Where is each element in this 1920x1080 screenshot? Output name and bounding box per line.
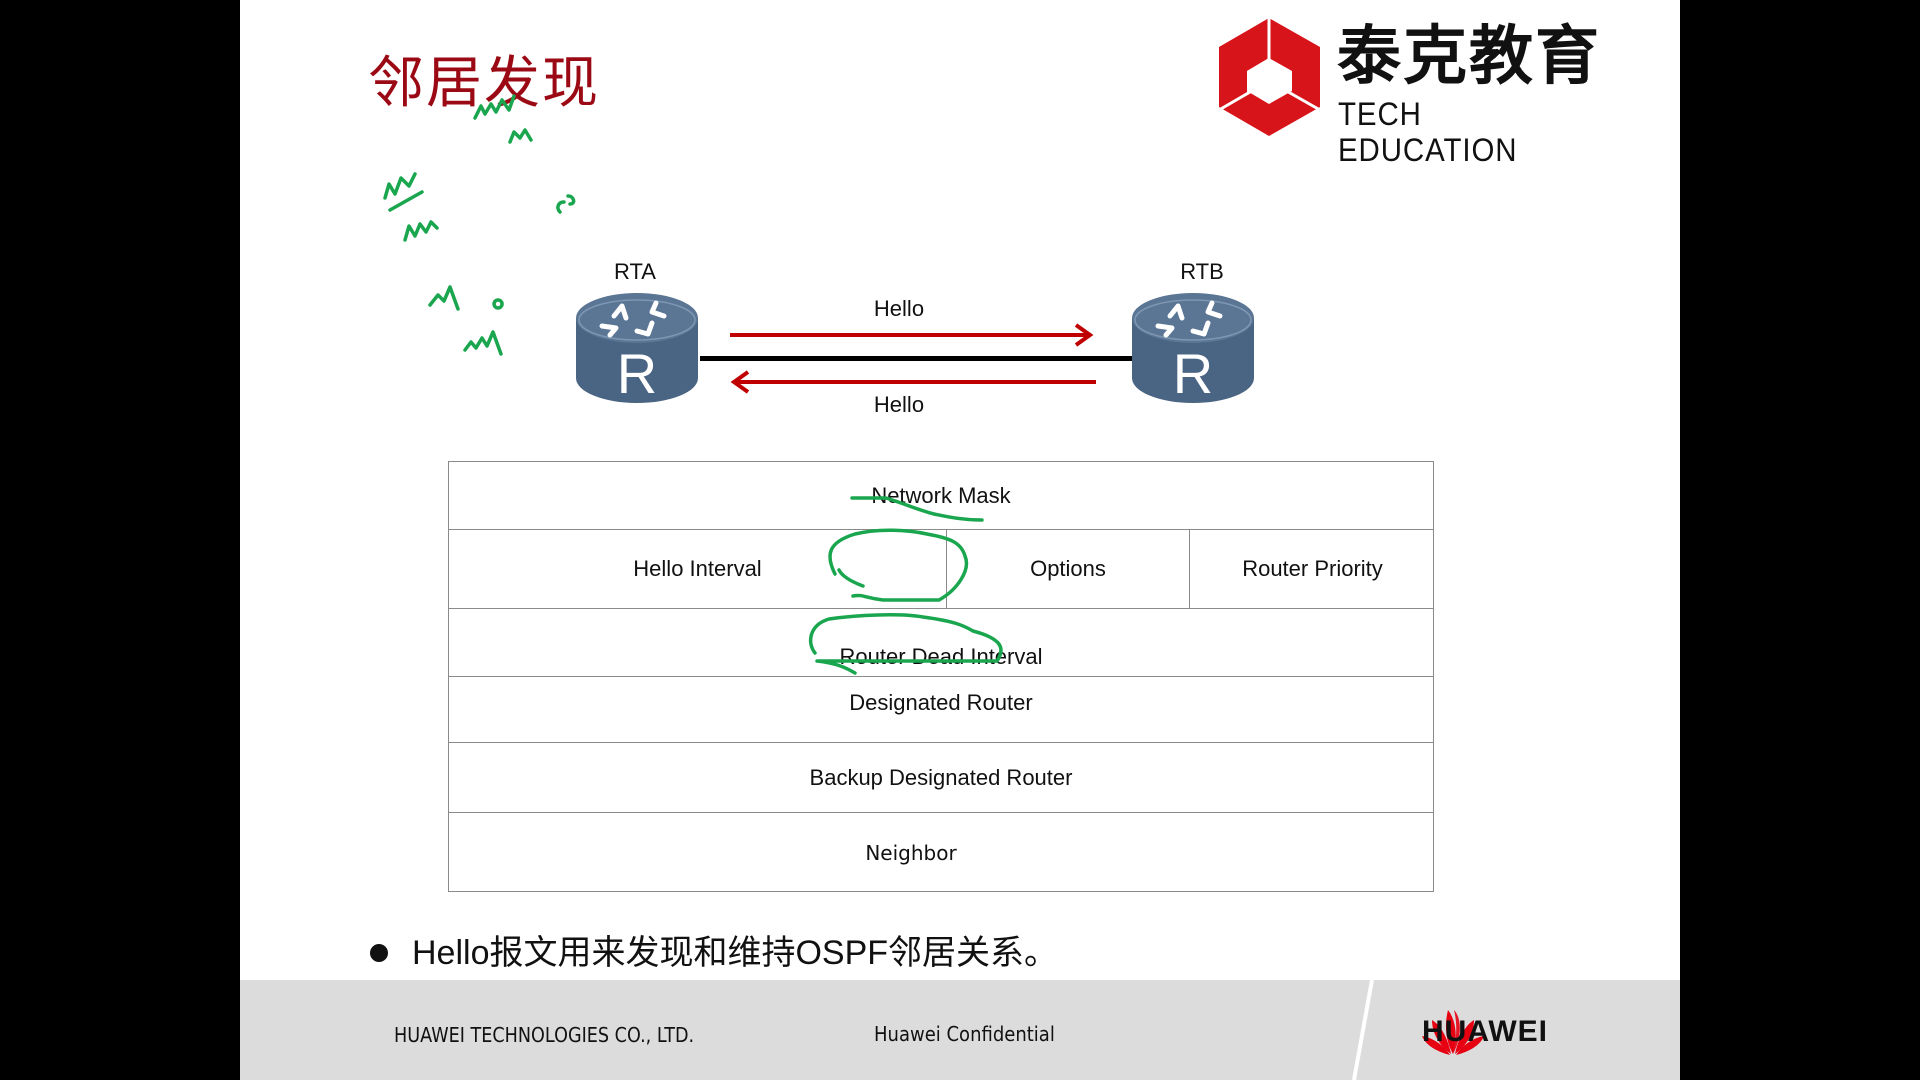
router-icon: R — [576, 293, 698, 405]
huawei-petal-logo-icon — [1422, 1010, 1484, 1055]
slide: 邻居发现 泰克教育 TECH EDUCATION RTA RTB — [240, 0, 1680, 1080]
bullet-dot-icon — [370, 944, 388, 962]
footer-brand: HUAWEI — [1422, 1015, 1548, 1048]
table-row: Hello Interval Options Router Priority — [449, 530, 1433, 609]
hello-arrow-left-icon — [730, 370, 1096, 394]
table-row: Network Mask — [449, 462, 1433, 530]
field-network-mask: Network Mask — [871, 482, 1011, 508]
link-line — [700, 356, 1140, 361]
footer-company: HUAWEI TECHNOLOGIES CO., LTD. — [394, 1023, 695, 1047]
field-router-priority: Router Priority — [1189, 530, 1435, 608]
table-row: Designated Router — [449, 677, 1433, 743]
field-neighbor: Neighbor — [865, 841, 957, 865]
table-row: Neighbor — [449, 813, 1433, 893]
table-row: Backup Designated Router — [449, 743, 1433, 813]
footer-confidential: Huawei Confidential — [874, 1022, 1055, 1046]
hello-arrow-right-icon — [730, 323, 1094, 347]
field-options: Options — [946, 530, 1189, 608]
table-row: Router Dead Interval — [449, 609, 1433, 677]
field-designated-router: Designated Router — [849, 689, 1033, 715]
logo-text-cn: 泰克教育 — [1337, 20, 1601, 94]
hello-label-top: Hello — [873, 296, 925, 321]
bullet-item: Hello报文用来发现和维持OSPF邻居关系。 — [370, 930, 1058, 976]
bullet-text: Hello报文用来发现和维持OSPF邻居关系。 — [412, 934, 1059, 972]
svg-text:R: R — [1173, 342, 1213, 405]
footer-divider-slash — [1352, 980, 1374, 1080]
hello-label-bottom: Hello — [873, 392, 925, 417]
router-label-rtb: RTB — [1180, 259, 1224, 284]
field-router-dead-interval: Router Dead Interval — [839, 643, 1043, 669]
slide-title: 邻居发现 — [368, 51, 600, 116]
router-icon: R — [1132, 293, 1254, 405]
field-hello-interval: Hello Interval — [633, 556, 762, 581]
tech-education-logo: 泰克教育 TECH EDUCATION — [1217, 18, 1617, 168]
hello-packet-format-table: Network Mask Hello Interval Options Rout… — [448, 461, 1434, 892]
router-label-rta: RTA — [614, 259, 656, 284]
field-backup-designated-router: Backup Designated Router — [809, 764, 1073, 790]
hexagon-cube-logo-icon — [1218, 18, 1321, 136]
svg-text:R: R — [617, 342, 657, 405]
logo-text-en: TECH EDUCATION — [1338, 96, 1518, 168]
